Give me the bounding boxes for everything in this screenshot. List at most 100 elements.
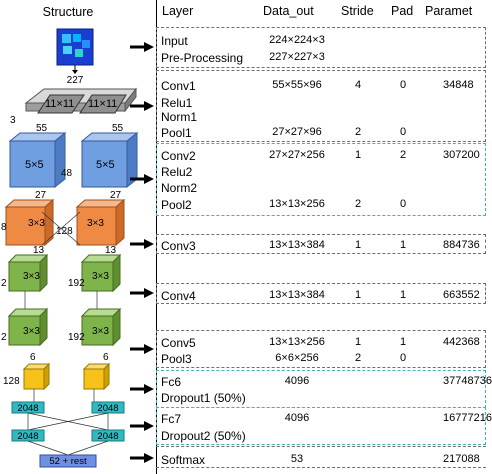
row-16-layer: Fc7 — [161, 412, 182, 426]
row-6-data-out: 27×27×256 — [269, 149, 325, 161]
row-10-params: 884736 — [443, 239, 480, 251]
separator-softmax-bottom — [156, 467, 486, 468]
group-input — [156, 27, 486, 68]
conv5-depth-left: 2 — [1, 332, 7, 343]
conv2-block — [8, 131, 139, 189]
row-10-pad: 1 — [399, 239, 407, 251]
pool-out-left: 6 — [30, 352, 36, 363]
stride-header: Stride — [341, 4, 374, 18]
softmax-block — [39, 454, 97, 468]
row-12-data-out: 13×13×256 — [269, 336, 325, 348]
group-conv4 — [156, 283, 486, 304]
conv4-kernel-right: 3×3 — [92, 271, 109, 282]
conv4-block — [7, 253, 122, 293]
conv4-out-left: 13 — [33, 245, 45, 256]
fc7-left-label: 2048 — [17, 431, 38, 442]
row-6-stride: 1 — [354, 149, 362, 161]
data-out-header: Data_out — [263, 4, 314, 18]
conv2-depth-label: 48 — [61, 168, 73, 179]
row-5-layer: Pool1 — [161, 126, 192, 140]
conv3-kernel-right: 3×3 — [87, 218, 104, 229]
row-9-data-out: 13×13×256 — [269, 198, 325, 210]
row-2-layer: Conv1 — [161, 79, 196, 93]
arrow-head-4 — [144, 288, 154, 298]
group-conv1 — [156, 70, 486, 142]
arrow-head-2 — [144, 174, 154, 184]
pool-depth-label: 128 — [3, 376, 20, 387]
conv5-depth-right: 192 — [68, 332, 85, 343]
row-11-pad: 1 — [399, 289, 407, 301]
row-14-params: 37748736 — [443, 375, 492, 387]
params-header: Paramet — [425, 4, 473, 18]
conv5-block — [7, 307, 122, 347]
row-14-layer: Fc6 — [161, 375, 182, 389]
row-3-layer: Relu1 — [161, 96, 193, 110]
row-12-stride: 1 — [354, 336, 362, 348]
conv1-kernel-left: 11×11 — [45, 98, 74, 110]
row-0-data-out: 224×224×3 — [269, 34, 325, 46]
row-2-params: 34848 — [443, 79, 474, 91]
row-9-stride: 2 — [354, 198, 362, 210]
row-12-layer: Conv5 — [161, 336, 196, 350]
conv1-block — [24, 87, 138, 114]
row-5-pad: 0 — [399, 126, 407, 138]
row-4-layer: Norm1 — [161, 110, 198, 124]
conv4-out-right: 13 — [105, 245, 117, 256]
row-15-layer: Dropout1 (50%) — [161, 391, 246, 405]
row-10-data-out: 13×13×384 — [269, 239, 325, 251]
row-16-params: 16777216 — [443, 412, 492, 424]
row-14-data-out: 4096 — [284, 375, 310, 387]
arrow-head-8 — [144, 453, 154, 463]
row-11-data-out: 13×13×384 — [269, 289, 325, 301]
row-6-params: 307200 — [443, 149, 480, 161]
softmax-label: 52 + rest — [49, 456, 87, 467]
row-17-layer: Dropout2 (50%) — [161, 429, 246, 443]
conv3-out-left: 27 — [35, 190, 47, 201]
group-conv5 — [156, 330, 486, 368]
row-7-layer: Relu2 — [161, 165, 193, 179]
row-1-data-out: 227×227×3 — [269, 51, 325, 63]
arrow-head-7 — [144, 421, 154, 431]
separator-softmax-top — [156, 446, 486, 447]
group-conv3 — [156, 234, 486, 254]
conv1-out-left: 55 — [36, 123, 48, 134]
row-9-layer: Pool2 — [161, 198, 192, 212]
group-conv2 — [156, 143, 486, 216]
arrow-head-0 — [144, 42, 154, 52]
structure-diagram: Structure 227 11×11 11×11 3 55 55 — [1, 5, 154, 468]
row-12-pad: 1 — [399, 336, 407, 348]
conv4-kernel-left: 3×3 — [23, 271, 40, 282]
row-18-data-out: 53 — [290, 453, 304, 465]
row-5-data-out: 27×27×96 — [272, 126, 322, 138]
group-fc7 — [156, 407, 486, 445]
row-2-stride: 4 — [354, 79, 362, 91]
input-size-label: 227 — [67, 75, 84, 86]
row-13-layer: Pool3 — [161, 352, 192, 366]
row-12-params: 442368 — [443, 336, 480, 348]
row-13-stride: 2 — [354, 352, 362, 364]
row-10-layer: Conv3 — [161, 239, 196, 253]
conv3-block — [4, 198, 126, 247]
arrow-head-3 — [144, 239, 154, 249]
conv2-kernel-left: 5×5 — [25, 159, 44, 171]
arrow-head-1 — [144, 101, 154, 111]
row-11-params: 663552 — [443, 289, 480, 301]
conv5-kernel-right: 3×3 — [92, 326, 109, 337]
conv3-depth-left: 8 — [1, 222, 7, 233]
row-18-params: 217088 — [443, 453, 480, 465]
fc7-right-label: 2048 — [97, 431, 118, 442]
input-image — [56, 28, 94, 66]
row-5-stride: 2 — [354, 126, 362, 138]
conv3-out-right: 27 — [110, 190, 122, 201]
arrow-head-5 — [144, 344, 154, 354]
structure-header: Structure — [43, 5, 94, 19]
arrow-head-6 — [144, 384, 154, 394]
group-arrows — [130, 42, 154, 463]
pool-out-right: 6 — [103, 352, 109, 363]
row-18-layer: Softmax — [161, 453, 206, 467]
conv4-depth-right: 192 — [68, 278, 85, 289]
row-8-layer: Norm2 — [161, 181, 198, 195]
layer-header: Layer — [162, 4, 194, 18]
row-6-pad: 2 — [399, 149, 407, 161]
